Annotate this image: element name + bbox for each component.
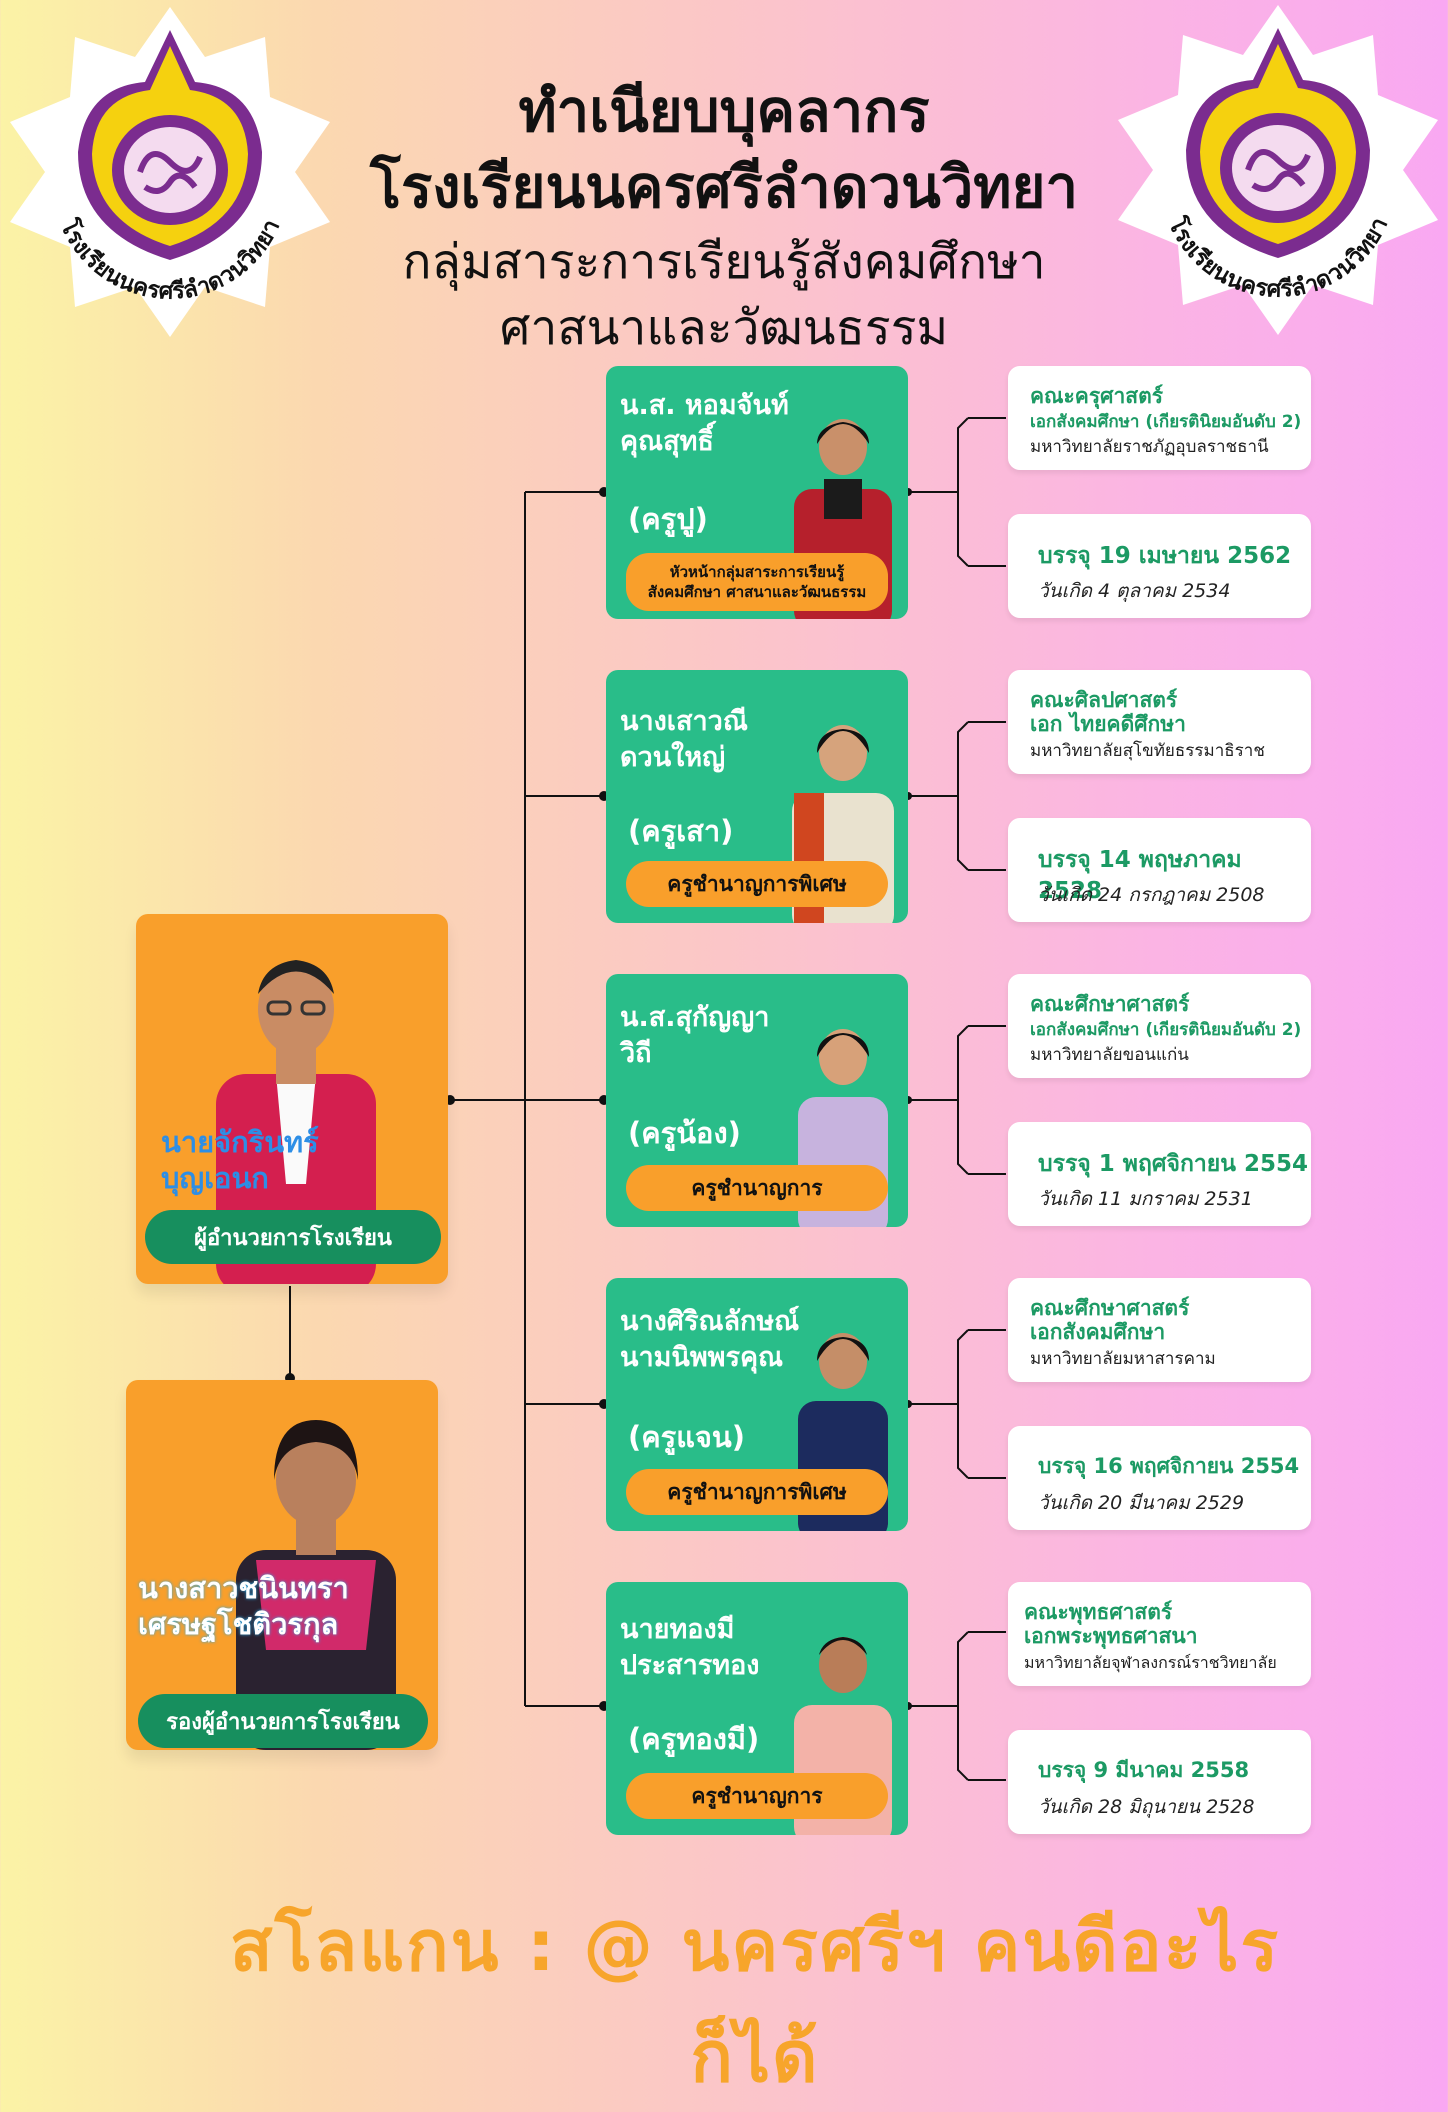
education-card: คณะพุทธศาสตร์เอกพระพุทธศาสนา มหาวิทยาลัย… xyxy=(1008,1582,1311,1686)
faculty-text: คณะศึกษาศาสตร์ xyxy=(1030,992,1190,1016)
appointment-card: บรรจุ 14 พฤษภาคม 2528 วันเกิด 24 กรกฎาคม… xyxy=(1008,818,1311,922)
teacher-name: น.ส.สุกัญญา วิถี xyxy=(620,1002,770,1069)
education-university: มหาวิทยาลัยมหาสารคาม xyxy=(1030,1349,1216,1369)
appointment-card: บรรจุ 19 เมษายน 2562 วันเกิด 4 ตุลาคม 25… xyxy=(1008,514,1311,618)
education-faculty: คณะศึกษาศาสตร์เอกสังคมศึกษา xyxy=(1030,1296,1306,1344)
birth-date: วันเกิด 28 มิถุนายน 2528 xyxy=(1038,1796,1255,1818)
education-university: มหาวิทยาลัยสุโขทัยธรรมาธิราช xyxy=(1030,741,1265,761)
director-card: นายจักรินทร์ บุญเอนก ผู้อำนวยการโรงเรียน xyxy=(136,914,448,1284)
faculty-text: คณะครุศาสตร์ xyxy=(1030,384,1163,408)
education-faculty: คณะศึกษาศาสตร์เอกสังคมศึกษา (เกียรตินิยม… xyxy=(1030,992,1306,1042)
birth-date: วันเกิด 24 กรกฎาคม 2508 xyxy=(1038,884,1265,906)
director-position: ผู้อำนวยการโรงเรียน xyxy=(145,1210,441,1264)
appointment-card: บรรจุ 1 พฤศจิกายน 2554 วันเกิด 11 มกราคม… xyxy=(1008,1122,1311,1226)
teacher-card: นายทองมี ประสารทอง (ครูทองมี) ครูชำนาญกา… xyxy=(606,1582,908,1835)
appointment-date: บรรจุ 9 มีนาคม 2558 xyxy=(1038,1758,1250,1782)
teacher-nickname: (ครูปู) xyxy=(628,502,708,536)
director-name: นายจักรินทร์ บุญเอนก xyxy=(161,1125,319,1195)
major-text: เอกสังคมศึกษา (เกียรตินิยมอันดับ 2) xyxy=(1030,1020,1302,1040)
school-emblem-right: โรงเรียนนครศรีลำดวนวิทยา xyxy=(1108,0,1448,340)
education-faculty: คณะศิลปศาสตร์เอก ไทยคดีศึกษา xyxy=(1030,688,1306,736)
school-slogan: สโลแกน : @ นครศรีฯ คนดีอะไรก็ได้ xyxy=(229,1905,1281,2098)
appointment-card: บรรจุ 16 พฤศจิกายน 2554 วันเกิด 20 มีนาค… xyxy=(1008,1426,1311,1530)
deputy-name: นางสาวชนินทรา เศรษฐโชติวรกุล xyxy=(138,1571,349,1641)
school-emblem-icon: โรงเรียนนครศรีลำดวนวิทยา xyxy=(10,7,330,337)
teacher-card: น.ส. หอมจันท์ คุณสุทธิ์ (ครูปู) หัวหน้าก… xyxy=(606,366,908,619)
birth-date: วันเกิด 4 ตุลาคม 2534 xyxy=(1038,580,1231,602)
teacher-name: นายทองมี ประสารทอง xyxy=(620,1614,760,1681)
education-university: มหาวิทยาลัยราชภัฏอุบลราชธานี xyxy=(1030,437,1269,457)
faculty-text: คณะพุทธศาสตร์ xyxy=(1024,1600,1173,1624)
birth-date: วันเกิด 20 มีนาคม 2529 xyxy=(1038,1492,1245,1514)
appointment-card: บรรจุ 9 มีนาคม 2558 วันเกิด 28 มิถุนายน … xyxy=(1008,1730,1311,1834)
education-faculty: คณะพุทธศาสตร์เอกพระพุทธศาสนา xyxy=(1024,1600,1300,1648)
appointment-date: บรรจุ 16 พฤศจิกายน 2554 xyxy=(1038,1454,1300,1478)
major-text: เอกสังคมศึกษา (เกียรตินิยมอันดับ 2) xyxy=(1030,412,1302,432)
education-faculty: คณะครุศาสตร์เอกสังคมศึกษา (เกียรตินิยมอั… xyxy=(1030,384,1306,434)
teacher-name: น.ส. หอมจันท์ คุณสุทธิ์ xyxy=(620,390,789,457)
major-text: เอก ไทยคดีศึกษา xyxy=(1030,712,1186,736)
teacher-nickname: (ครูเสา) xyxy=(628,814,734,848)
teacher-nickname: (ครูแจน) xyxy=(628,1420,745,1454)
teacher-name: นางเสาวณี ดวนใหญ่ xyxy=(620,706,748,773)
education-card: คณะศึกษาศาสตร์เอกสังคมศึกษา (เกียรตินิยม… xyxy=(1008,974,1311,1078)
faculty-text: คณะศึกษาศาสตร์ xyxy=(1030,1296,1190,1320)
teacher-role: ครูชำนาญการ xyxy=(626,1165,888,1211)
birth-date: วันเกิด 11 มกราคม 2531 xyxy=(1038,1188,1253,1210)
appointment-date: บรรจุ 19 เมษายน 2562 xyxy=(1038,543,1292,569)
faculty-text: คณะศิลปศาสตร์ xyxy=(1030,688,1178,712)
department-name-2: ศาสนาและวัฒนธรรม xyxy=(499,300,949,356)
teacher-role: หัวหน้ากลุ่มสาระการเรียนรู้ สังคมศึกษา ศ… xyxy=(626,553,888,611)
education-university: มหาวิทยาลัยจุฬาลงกรณ์ราชวิทยาลัย xyxy=(1024,1653,1277,1672)
teacher-role-text: หัวหน้ากลุ่มสาระการเรียนรู้ สังคมศึกษา ศ… xyxy=(647,563,867,601)
school-emblem-left: โรงเรียนนครศรีลำดวนวิทยา xyxy=(0,2,340,342)
teacher-role: ครูชำนาญการพิเศษ xyxy=(626,861,888,907)
school-name: โรงเรียนนครศรีลำดวนวิทยา xyxy=(369,153,1079,221)
teacher-card: น.ส.สุกัญญา วิถี (ครูน้อง) ครูชำนาญการ xyxy=(606,974,908,1227)
appointment-date: บรรจุ 1 พฤศจิกายน 2554 xyxy=(1038,1151,1309,1177)
department-name: กลุ่มสาระการเรียนรู้สังคมศึกษา xyxy=(402,234,1046,290)
teacher-card: นางศิริณลักษณ์ นามนิพพรคุณ (ครูแจน) ครูช… xyxy=(606,1278,908,1531)
teacher-nickname: (ครูน้อง) xyxy=(628,1116,741,1150)
education-university: มหาวิทยาลัยขอนแก่น xyxy=(1030,1045,1189,1065)
teacher-nickname: (ครูทองมี) xyxy=(628,1722,760,1756)
appointment-date: บรรจุ 14 พฤษภาคม 2528 xyxy=(1038,847,1242,904)
teacher-role: ครูชำนาญการพิเศษ xyxy=(626,1469,888,1515)
major-text: เอกพระพุทธศาสนา xyxy=(1024,1624,1198,1648)
major-text: เอกสังคมศึกษา xyxy=(1030,1320,1166,1344)
school-emblem-icon: โรงเรียนนครศรีลำดวนวิทยา xyxy=(1118,5,1438,335)
education-card: คณะครุศาสตร์เอกสังคมศึกษา (เกียรตินิยมอั… xyxy=(1008,366,1311,470)
education-card: คณะศึกษาศาสตร์เอกสังคมศึกษา มหาวิทยาลัยม… xyxy=(1008,1278,1311,1382)
deputy-position: รองผู้อำนวยการโรงเรียน xyxy=(138,1694,428,1748)
page-title: ทำเนียบบุคลากร xyxy=(518,77,930,145)
teacher-role: ครูชำนาญการ xyxy=(626,1773,888,1819)
education-card: คณะศิลปศาสตร์เอก ไทยคดีศึกษา มหาวิทยาลัย… xyxy=(1008,670,1311,774)
teacher-name: นางศิริณลักษณ์ นามนิพพรคุณ xyxy=(620,1306,800,1373)
teacher-card: นางเสาวณี ดวนใหญ่ (ครูเสา) ครูชำนาญการพิ… xyxy=(606,670,908,923)
deputy-card: นางสาวชนินทรา เศรษฐโชติวรกุล รองผู้อำนวย… xyxy=(126,1380,438,1750)
